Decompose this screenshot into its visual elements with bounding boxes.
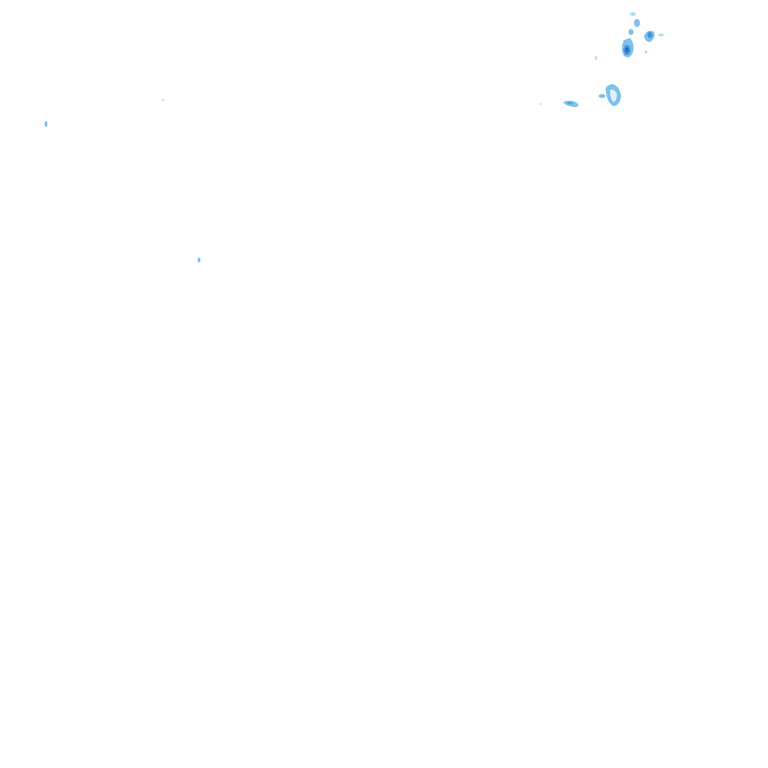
precip-cell-cluster-northeast [595,12,664,60]
precip-speck [628,29,634,35]
precip-cell-core [567,101,573,105]
precip-speck [595,56,597,60]
precip-speck [630,12,636,16]
precip-isolated-specks [44,99,201,263]
precip-speck [197,257,201,263]
precip-cell-gap [610,89,617,102]
precip-speck [44,121,48,127]
precip-cell-core [647,32,653,38]
precip-speck [634,19,640,27]
precip-cell-cluster-east [540,84,621,107]
precip-speck [598,94,606,98]
precip-cell-core [625,47,629,53]
precip-speck [540,103,542,105]
precip-speck [658,33,664,37]
precip-speck [644,50,648,54]
precip-speck [162,99,164,101]
